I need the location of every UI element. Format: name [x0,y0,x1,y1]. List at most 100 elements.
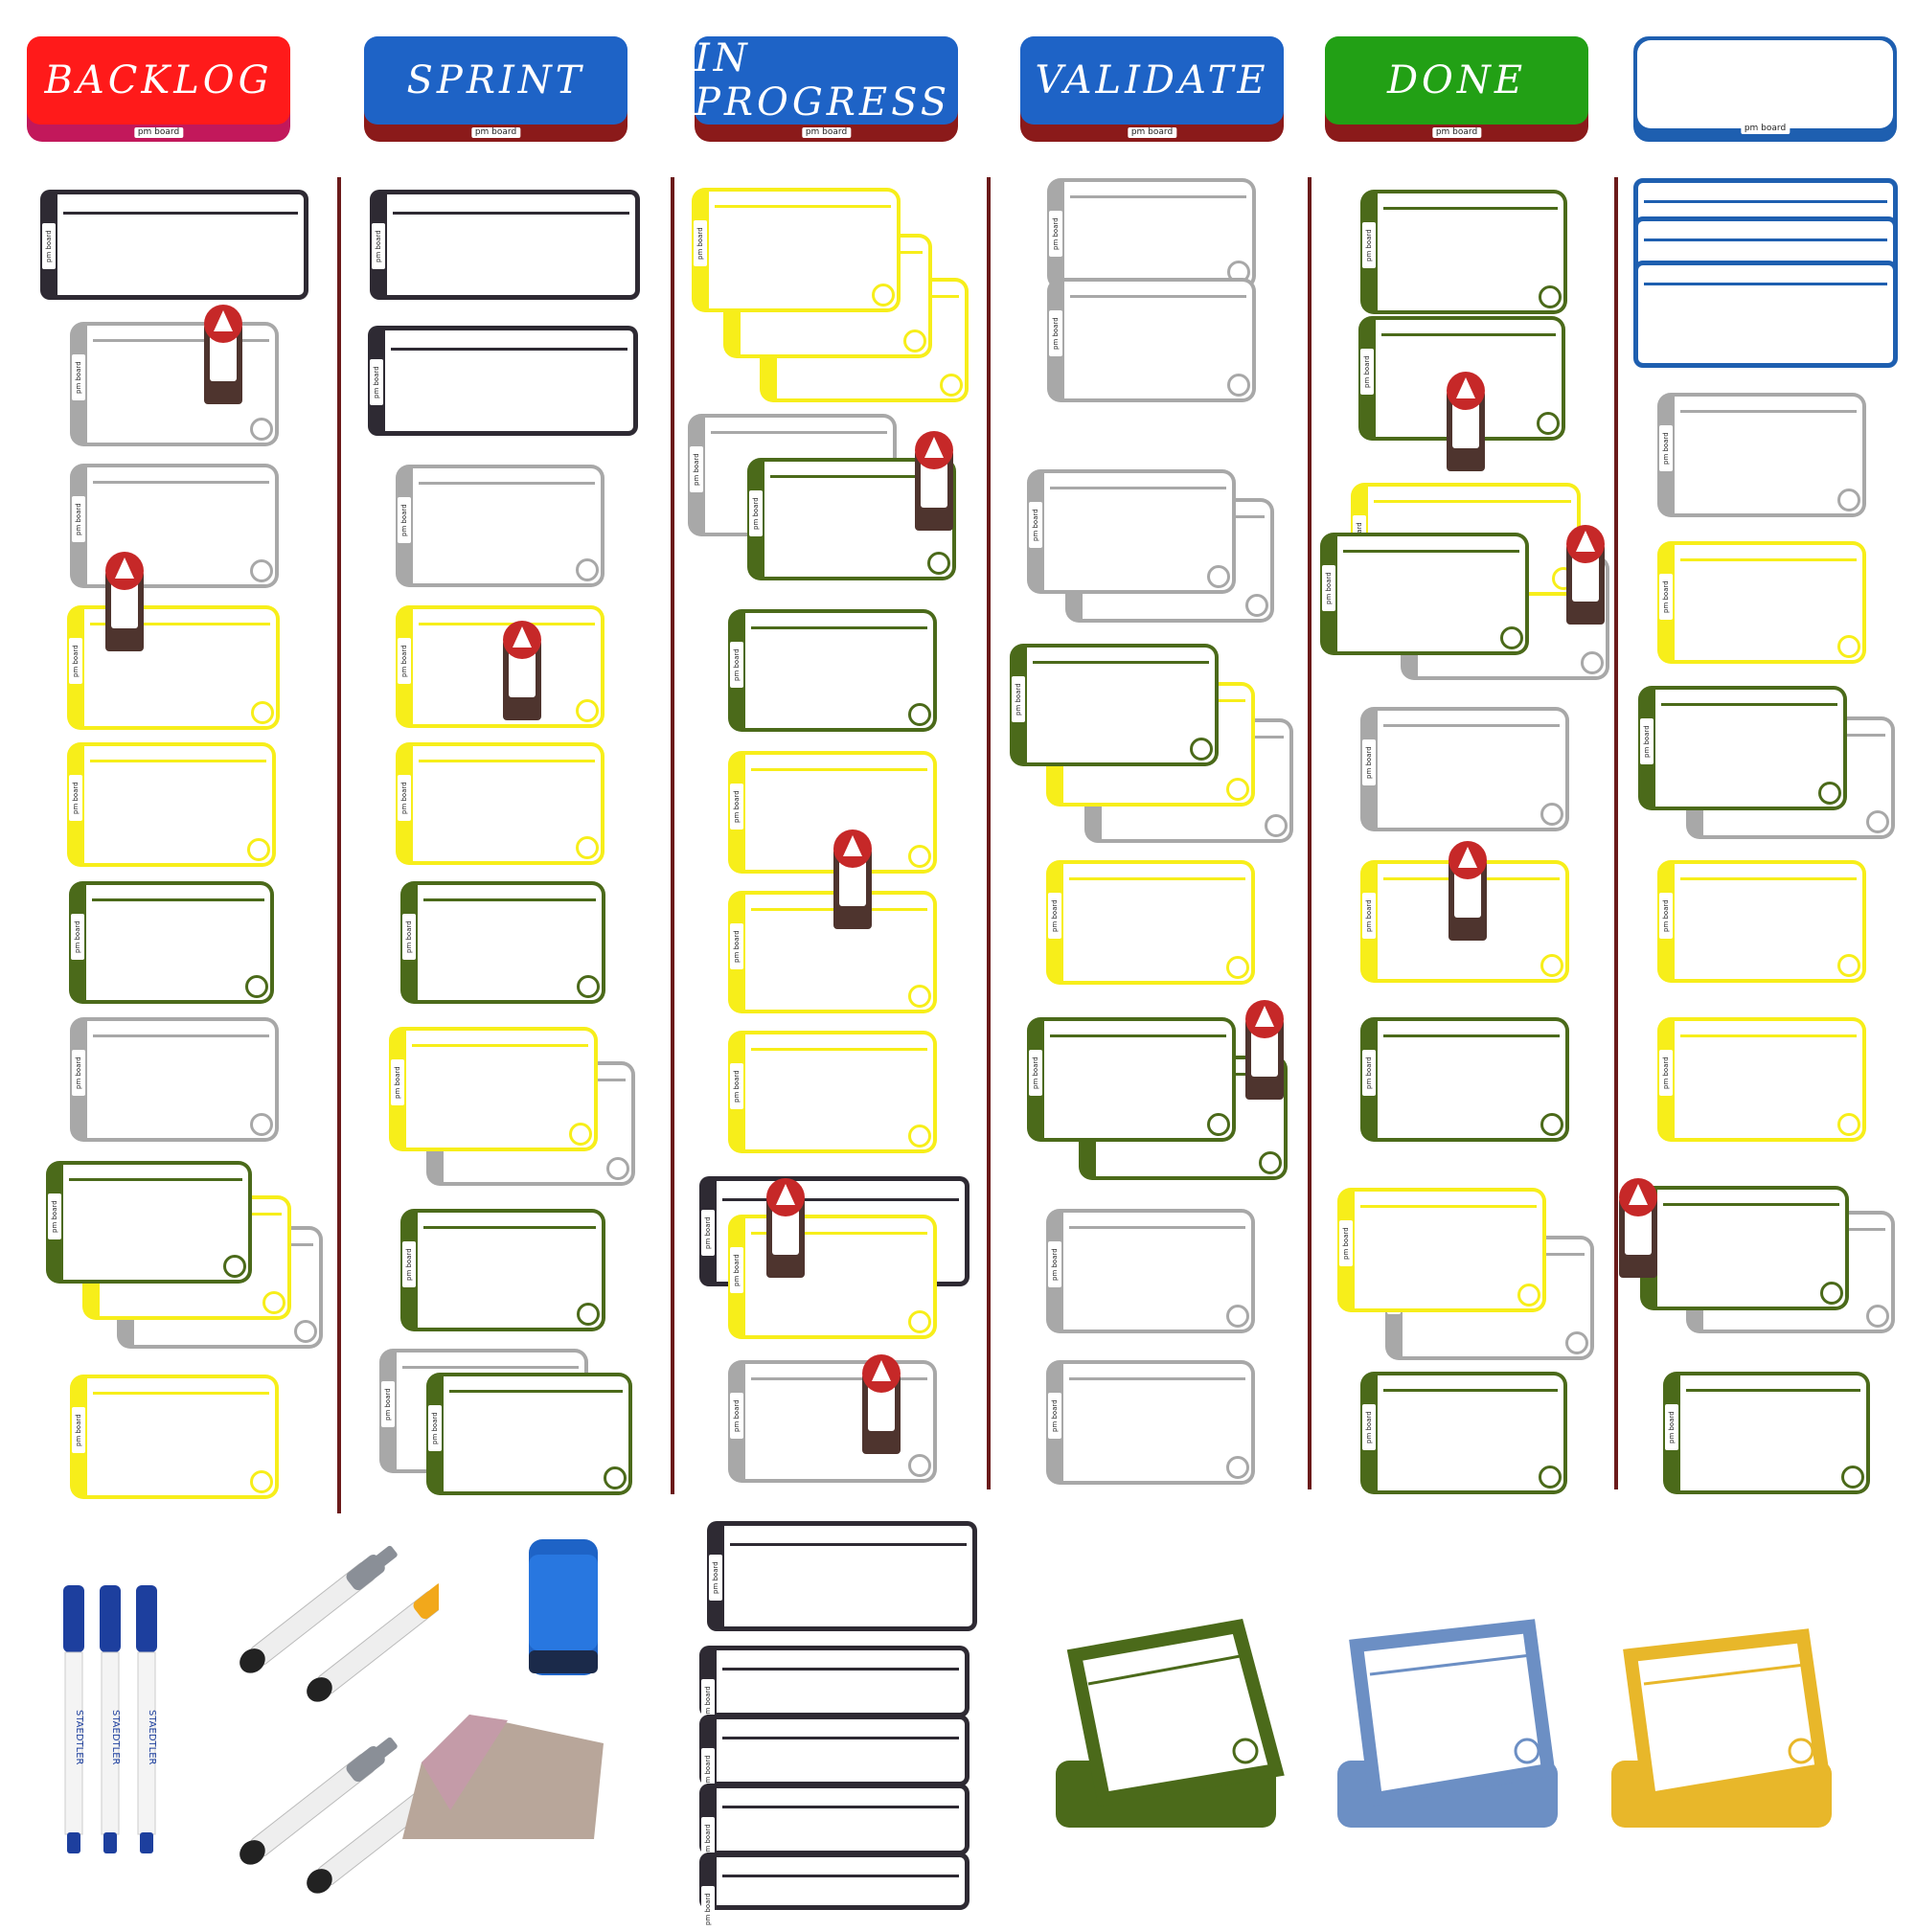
task-card[interactable]: pm board [1360,1372,1567,1494]
brand-badge: pm board [1659,893,1673,939]
task-card[interactable]: pm board [699,1646,969,1725]
yellow-card-stack [1611,1628,1832,1828]
task-card[interactable]: pm board [1657,393,1866,517]
brand-badge: pm board [72,354,85,400]
alert-tag[interactable] [1619,1178,1657,1278]
alert-tag[interactable] [833,830,872,929]
alert-tag[interactable] [1448,841,1487,941]
card-hole-icon [577,975,600,998]
task-card[interactable]: pm board [70,464,279,588]
card-title-line [419,760,595,762]
task-card[interactable]: pm board [1046,1360,1255,1485]
card-hole-icon [250,1113,273,1136]
brand-badge: pm board [1339,1220,1353,1266]
task-card[interactable]: pm board [1360,707,1569,831]
card-title-line [93,1034,269,1037]
task-card[interactable]: pm board [396,465,604,587]
task-card[interactable] [1633,261,1898,368]
task-card[interactable]: pm board [699,1715,969,1794]
task-card[interactable]: pm board [1638,686,1847,810]
column-header-blank[interactable]: pm board [1633,36,1897,142]
card-hole-icon [245,975,268,998]
card-hole-icon [1540,954,1563,977]
task-card[interactable]: pm board [1046,1209,1255,1333]
card-hole-icon [251,701,274,724]
alert-tag[interactable] [915,431,953,531]
task-card[interactable]: pm board [396,742,604,865]
task-card[interactable]: pm board [1657,1017,1866,1142]
brand-badge: pm board [1659,574,1673,620]
alert-tag[interactable] [766,1178,805,1278]
task-card[interactable]: pm board [69,881,274,1004]
brand-badge: pm board [71,914,84,960]
task-card[interactable]: pm board [368,326,638,436]
brand-badge: pm board [370,359,383,405]
task-card[interactable]: pm board [70,322,279,446]
brand-badge: pm board [402,1241,416,1287]
card-title-line [770,475,947,478]
alert-tag[interactable] [1566,525,1605,625]
task-card[interactable]: pm board [728,891,937,1013]
task-card[interactable]: pm board [1047,178,1256,289]
task-card[interactable]: pm board [1047,278,1256,402]
task-card[interactable]: pm board [1360,1017,1569,1142]
alert-tag-window [921,462,947,508]
task-card[interactable]: pm board [370,190,640,300]
card-hole-icon [569,1123,592,1146]
card-title-line [93,1392,269,1395]
alert-tag[interactable] [862,1354,901,1454]
task-card[interactable]: pm board [692,188,901,312]
task-card[interactable]: pm board [46,1161,252,1284]
task-card[interactable]: pm board [1010,644,1219,766]
task-card[interactable]: pm board [1640,1186,1849,1310]
task-card[interactable]: pm board [70,1017,279,1142]
alert-tag[interactable] [105,552,144,651]
card-title-line [1381,333,1556,336]
warning-icon [115,557,134,579]
task-card[interactable]: pm board [1360,190,1567,314]
card-hole-icon [1207,565,1230,588]
task-card[interactable]: pm board [67,605,280,730]
task-card[interactable]: pm board [70,1375,279,1499]
card-hole-icon [1226,1456,1249,1479]
task-card[interactable]: pm board [728,609,937,732]
card-title-line [1069,1377,1245,1380]
alert-tag[interactable] [1245,1000,1284,1100]
task-card[interactable]: pm board [728,1360,937,1483]
card-hole-icon [1190,738,1213,761]
alert-tag[interactable] [204,305,242,404]
task-card[interactable]: pm board [1337,1188,1546,1312]
task-card[interactable]: pm board [728,1031,937,1153]
task-card[interactable]: pm board [699,1852,969,1932]
task-card[interactable]: pm board [728,1215,937,1339]
task-card[interactable]: pm board [1046,860,1255,985]
task-card[interactable]: pm board [1320,533,1529,655]
alert-tag[interactable] [503,621,541,720]
task-card[interactable]: pm board [728,751,937,874]
warning-icon [872,1360,891,1381]
task-card[interactable]: pm board [1027,469,1236,594]
task-card[interactable]: pm board [67,742,276,867]
task-card[interactable]: pm board [40,190,308,300]
task-card[interactable]: pm board [1027,1017,1236,1142]
task-card[interactable]: pm board [1657,541,1866,664]
task-card[interactable]: pm board [400,881,605,1004]
alert-tag[interactable] [1447,372,1485,471]
task-card[interactable]: pm board [1663,1372,1870,1494]
brand-badge: pm board [72,496,85,542]
brand-badge: pm board [69,775,82,821]
task-card[interactable]: pm board [400,1209,605,1331]
task-card[interactable]: pm board [1657,860,1866,983]
task-card[interactable]: pm board [699,1784,969,1863]
card-title-line [93,339,269,342]
task-card[interactable]: pm board [707,1521,977,1631]
task-card[interactable]: pm board [396,605,604,728]
alert-tag-window [1452,402,1479,448]
task-card[interactable]: pm board [389,1027,598,1151]
task-card[interactable]: pm board [426,1373,632,1495]
